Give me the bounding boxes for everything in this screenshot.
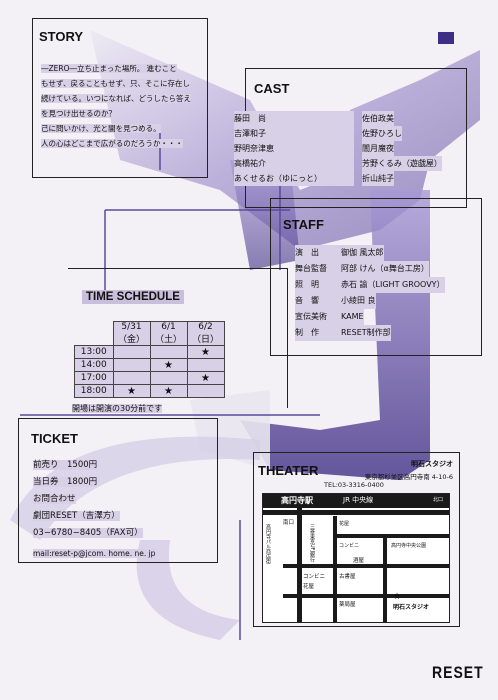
map-liquor: 酒屋 [353,558,365,564]
schedule-date: 6/2（日） [186,321,225,346]
ticket-contact-label: お問合わせ [33,494,76,504]
story-box: STORY ―ZERO―立ち止まった場所。 進むこと もせず、戻ることもせず、只… [32,18,208,178]
map-station-bar: 高円寺駅 JR 中央線 北口 [263,494,449,508]
cast-name: 藤田 尚 [234,111,354,126]
story-line: 人の心はどこまで広がるのだろうか・・・ [41,139,183,148]
staff-person: RESET制作部 [341,325,391,341]
ticket-advance-price: 前売り 1500円 [33,460,98,470]
schedule-mark: ★ [149,358,188,372]
access-map: 高円寺駅 JR 中央線 北口 南口 高円寺パル商店街 三菱東京UFJ銀行 花屋 … [262,493,450,623]
cast-title: CAST [254,81,290,96]
staff-role: 舞台監督 [295,261,341,277]
theater-title: THEATER [258,463,319,478]
theater-box: THEATER 明石スタジオ 東京都杉並区高円寺南 4-10-6 TEL:03-… [253,452,460,627]
staff-role: 演 出 [295,245,341,261]
schedule-mark [112,358,151,372]
map-convenience: コンビニ [339,543,360,549]
cast-name: 吉澤和子 [234,126,354,141]
schedule-table: 5/31（金） 6/1（土） 6/2（日） 13:00 ★ 14:00 ★ 17:0… [74,321,225,398]
schedule-mark [186,358,225,372]
cast-list: 藤田 尚佐伯政美 吉澤和子佐野ひろし 野明奈津恵闇月魔夜 高橋祐介芳野くるみ（遊… [234,111,442,186]
staff-person: 御伽 風太郎 [341,245,384,261]
schedule-mark: ★ [186,371,225,385]
cast-name: 折山純子 [362,171,394,186]
ticket-box: TICKET 前売り 1500円 当日券 1800円 お問合わせ 劇団RESET… [18,418,218,563]
staff-role: 制 作 [295,325,341,341]
map-bank: 三菱東京UFJ銀行 [309,524,315,563]
map-studio-star-icon: ★ [393,592,402,602]
schedule-mark [112,371,151,385]
story-line: 続けている。いつになれば、どうしたら答え [41,94,191,103]
cast-name: 高橋祐介 [234,156,354,171]
map-pharmacy: 薬局屋 [339,602,356,608]
schedule-time: 18:00 [74,384,114,398]
schedule-title: TIME SCHEDULE [82,290,184,304]
cast-name: あくせるお（ゆにっと） [234,171,354,186]
schedule-mark [149,345,188,359]
schedule-mark: ★ [186,345,225,359]
staff-person: 小綾田 良 [341,293,376,309]
ticket-mail: mail:reset-p@jcom. home. ne. jp [33,549,156,558]
staff-role: 照 明 [295,277,341,293]
ticket-door-price: 当日券 1800円 [33,477,98,487]
schedule-mark: ★ [149,384,188,398]
cast-name: 野明奈津恵 [234,141,354,156]
staff-title: STAFF [283,217,324,232]
map-line: JR 中央線 [343,496,374,504]
schedule-mark [149,371,188,385]
cast-name: 佐野ひろし [362,126,402,141]
schedule-note: 開場は開演の30分前です [72,404,163,413]
staff-person: 赤石 諭（LIGHT GROOVY） [341,277,445,293]
cast-name: 芳野くるみ（遊戯屋） [362,156,442,171]
map-station: 高円寺駅 [281,496,313,505]
story-title: STORY [39,29,84,44]
map-flower-2: 花屋 [303,584,315,590]
story-text: ―ZERO―立ち止まった場所。 進むこと もせず、戻ることもせず、只、そこに存在… [41,61,191,151]
theater-address: 東京都杉並区高円寺南 4-10-6 [364,473,453,481]
schedule-mark [186,384,225,398]
map-flower: 花屋 [339,521,350,527]
map-bookstore: 古書屋 [339,574,356,580]
cast-name: 佐伯政美 [362,111,394,126]
map-south-gate: 南口 [283,520,295,526]
story-line: 己に問いかけ、光と闇を見つめる。 [41,124,161,133]
staff-box: STAFF 演 出御伽 風太郎 舞台監督阿部 けん（α舞台工房） 照 明赤石 諭… [270,198,482,356]
ticket-info: 前売り 1500円 当日券 1800円 お問合わせ 劇団RESET（吉澤方） 0… [33,457,156,562]
cast-name: 闇月魔夜 [362,141,394,156]
schedule-mark: ★ [112,384,151,398]
schedule-time: 17:00 [74,371,114,385]
schedule-date: 6/1（土） [149,321,188,346]
staff-person: 阿部 けん（α舞台工房） [341,261,429,277]
map-street: 高円寺パル商店街 [265,524,271,564]
cast-box: CAST 藤田 尚佐伯政美 吉澤和子佐野ひろし 野明奈津恵闇月魔夜 高橋祐介芳野… [234,68,467,208]
staff-role: 宣伝美術 [295,309,341,325]
staff-role: 音 響 [295,293,341,309]
schedule-time: 14:00 [74,358,114,372]
story-line: ―ZERO―立ち止まった場所。 進むこと [41,64,177,73]
reset-logo: RESET [432,662,484,682]
staff-person: KAME [341,309,364,325]
theater-tel: TEL:03-3316-0400 [324,481,384,489]
story-line: もせず、戻ることもせず、只、そこに存在し [41,79,190,88]
schedule-time: 13:00 [74,345,114,359]
ticket-phone: 03−6780−8405（FAX可） [33,528,143,538]
map-north-gate: 北口 [432,497,443,503]
schedule-box: TIME SCHEDULE 5/31（金） 6/1（土） 6/2（日） 13:0… [68,268,288,413]
ticket-title: TICKET [31,431,78,446]
schedule-mark [112,345,151,359]
theater-name: 明石スタジオ [411,460,453,468]
map-convenience-2: コンビニ [303,574,326,580]
map-park: 高円寺中央公園 [391,543,427,549]
map-studio: 明石スタジオ [393,604,430,611]
ticket-company: 劇団RESET（吉澤方） [33,511,120,521]
map-roads [263,508,449,622]
story-line: を見つけ出せるのか？ [41,109,116,118]
staff-list: 演 出御伽 風太郎 舞台監督阿部 けん（α舞台工房） 照 明赤石 諭（LIGHT… [295,245,445,341]
schedule-date: 5/31（金） [112,321,151,346]
